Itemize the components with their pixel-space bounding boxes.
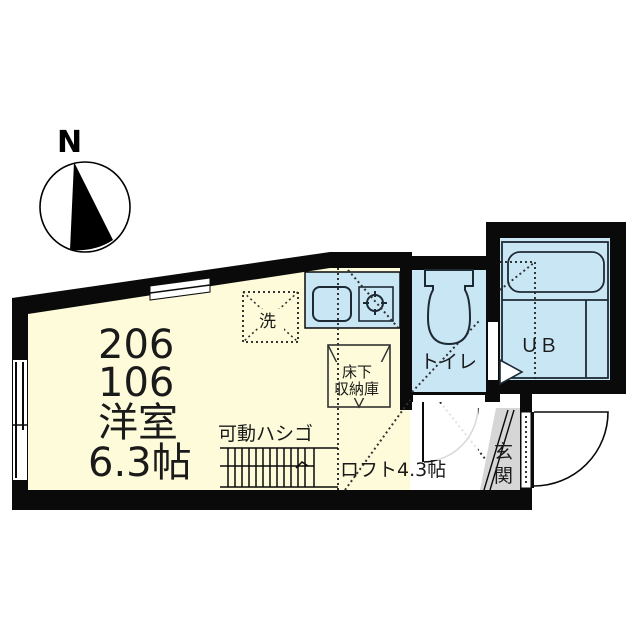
- entrance-label-1: 玄: [494, 441, 513, 463]
- window-top: [149, 277, 211, 301]
- door-swing-icon: [533, 411, 609, 487]
- front-door[interactable]: [520, 411, 609, 489]
- bath-door-icon[interactable]: [499, 358, 524, 386]
- unit-number-1: 206: [98, 322, 174, 368]
- toilet-door[interactable]: [422, 402, 479, 463]
- movable-ladder: [220, 447, 338, 488]
- bath-unit: [501, 241, 609, 379]
- ladder-label: 可動ハシゴ: [218, 423, 313, 445]
- floor-storage-label-1: 床下: [342, 363, 372, 381]
- loft-label: ロフト4.3帖: [340, 459, 446, 481]
- washer-space: 洗: [242, 291, 299, 343]
- room-size: 6.3帖: [88, 440, 192, 486]
- compass: N: [39, 125, 131, 253]
- toilet-label: トイレ: [420, 351, 477, 373]
- bathtub-icon: [507, 251, 605, 293]
- room-type: 洋室: [98, 400, 178, 446]
- toilet-fixture-icon: [424, 269, 474, 346]
- stove-burner-icon: [363, 291, 387, 315]
- window-left: [13, 360, 27, 480]
- sink-icon: [312, 286, 352, 322]
- unit-number-2: 106: [98, 360, 174, 406]
- main-room-labels: 206 106 洋室 6.3帖: [88, 322, 192, 486]
- entrance: 玄 関: [483, 409, 515, 491]
- loft-outline: [337, 261, 536, 491]
- floor-storage-label-2: 収納庫: [334, 380, 379, 398]
- north-label: N: [57, 125, 82, 160]
- entrance-label-2: 関: [494, 465, 513, 487]
- bath-fill: [500, 238, 610, 380]
- washer-label: 洗: [259, 312, 276, 332]
- bath-label: ＵＢ: [520, 335, 558, 357]
- compass-needle-icon: [70, 162, 113, 251]
- ladder-rungs: [227, 448, 315, 487]
- bath-door-frame: [488, 322, 498, 380]
- kitchen-counter: [304, 271, 401, 329]
- toilet-door-sill: [413, 395, 485, 402]
- floor-storage: 床下 収納庫: [327, 344, 391, 409]
